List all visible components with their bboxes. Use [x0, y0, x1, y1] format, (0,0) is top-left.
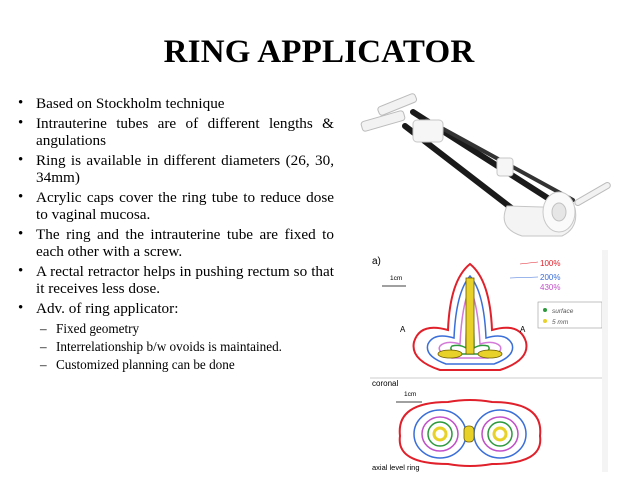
- sub-bullet-text: Customized planning can be done: [56, 357, 235, 372]
- bullet-text: Intrauterine tubes are of different leng…: [36, 115, 334, 149]
- sub-bullet-text: Interrelationship b/w ovoids is maintain…: [56, 339, 282, 354]
- bullet-item: • The ring and the intrauterine tube are …: [12, 226, 334, 260]
- sub-bullet-text: Fixed geometry: [56, 321, 140, 336]
- bullet-item: • Intrauterine tubes are of different len…: [12, 115, 334, 149]
- bullet-text: Based on Stockholm technique: [36, 95, 225, 112]
- sub-bullet-list: –Fixed geometry –Interrelationship b/w o…: [36, 321, 334, 372]
- bullet-dot-icon: •: [18, 189, 24, 205]
- dash-icon: –: [40, 339, 47, 354]
- legend-item-5mm: 5 mm: [552, 319, 569, 326]
- bullet-item: • Based on Stockholm technique: [12, 95, 334, 112]
- bullet-dot-icon: •: [18, 226, 24, 242]
- sub-bullet-item: –Customized planning can be done: [36, 357, 334, 372]
- isodose-label-430: 430%: [540, 283, 560, 292]
- isodose-label-100: 100%: [540, 259, 560, 268]
- scale-label-top: 1cm: [390, 275, 402, 282]
- image-edge-strip: [602, 250, 608, 472]
- isodose-label-200: 200%: [540, 273, 560, 282]
- bullet-dot-icon: •: [18, 300, 24, 316]
- view-label-coronal: coronal: [372, 379, 398, 388]
- slide-title: RING APPLICATOR: [163, 34, 475, 70]
- panel-label: a): [372, 256, 381, 267]
- legend-item-surface: surface: [552, 308, 574, 315]
- dash-icon: –: [40, 357, 47, 372]
- bullet-dot-icon: •: [18, 95, 24, 111]
- bullet-text: Adv. of ring applicator:: [36, 300, 179, 317]
- sub-bullet-item: –Fixed geometry: [36, 321, 334, 336]
- scale-label-mid: 1cm: [404, 391, 416, 398]
- bullet-dot-icon: •: [18, 263, 24, 279]
- bullet-list: • Based on Stockholm technique • Intrauter…: [12, 95, 334, 375]
- view-label-axial: axial level ring: [372, 463, 420, 472]
- point-a-label-left: A: [400, 325, 406, 334]
- ring-applicator-photo: [347, 88, 630, 248]
- bullet-text: Ring is available in different diameters…: [36, 152, 334, 186]
- sub-bullet-item: –Interrelationship b/w ovoids is maintai…: [36, 339, 334, 354]
- bullet-text: Acrylic caps cover the ring tube to redu…: [36, 189, 334, 223]
- bullet-text: The ring and the intrauterine tube are f…: [36, 226, 334, 260]
- bullet-dot-icon: •: [18, 152, 24, 168]
- bullet-item: • Ring is available in different diameter…: [12, 152, 334, 186]
- bullet-item: •Adv. of ring applicator: –Fixed geometr…: [12, 300, 334, 372]
- isodose-diagram: a) 100% 200% 430% surface 5 mm 1cm A A c…: [370, 250, 602, 472]
- bullet-text: A rectal retractor helps in pushing rect…: [36, 263, 334, 297]
- bullet-dot-icon: •: [18, 115, 24, 131]
- point-a-label-right: A: [520, 325, 526, 334]
- bullet-item: • Acrylic caps cover the ring tube to red…: [12, 189, 334, 223]
- dash-icon: –: [40, 321, 47, 336]
- bullet-item: • A rectal retractor helps in pushing rec…: [12, 263, 334, 297]
